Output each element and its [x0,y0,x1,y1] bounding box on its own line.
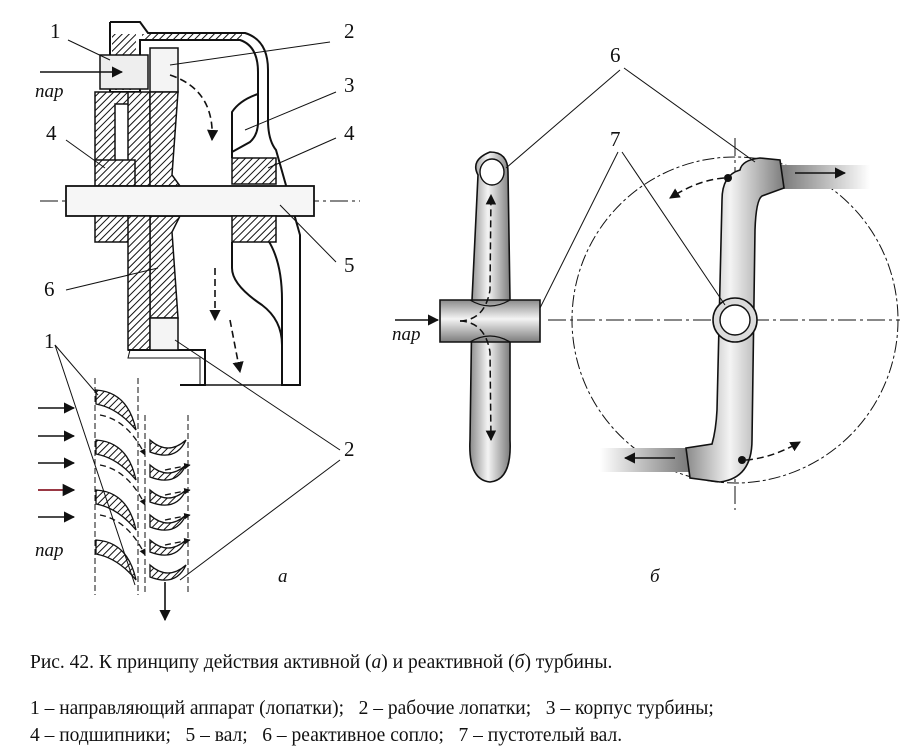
figure-caption: Рис. 42. К принципу действия активной (а… [30,651,910,675]
caption-a: а [371,652,382,673]
label-b-6: 6 [610,43,621,67]
caption-suffix: ) турбины. [524,652,613,673]
turbine-figure: пар 1 2 3 4 4 5 6 [35,19,900,622]
steam-label-cascade: пар [35,540,64,561]
sublabel-a: а [278,566,288,587]
label-1-bottom: 1 [44,329,55,353]
label-b-7: 7 [610,127,621,151]
sublabel-b: б [650,566,661,587]
steam-label-b: пар [392,324,421,345]
caption-b: б [514,652,525,673]
caption-middle: ) и реактивной ( [381,652,515,673]
legend-line-1: 1 – направляющий аппарат (лопатки); 2 – … [30,698,714,719]
panel-b-reaction-turbine: пар 6 7 б [392,43,900,587]
steam-label-top: пар [35,81,64,102]
label-1-top: 1 [50,19,61,43]
label-4-right: 4 [344,121,355,145]
label-6: 6 [44,277,55,301]
panel-a-turbine-section: пар 1 2 3 4 4 5 6 [35,19,360,386]
label-2-top: 2 [344,19,355,43]
caption-prefix: Рис. 42. К принципу действия активной ( [30,652,372,673]
panel-a-blade-cascade: пар 1 2 а [35,329,355,622]
legend-line-2: 4 – подшипники; 5 – вал; 6 – реактивное … [30,725,623,746]
label-5: 5 [344,253,355,277]
label-3: 3 [344,73,355,97]
label-4-left: 4 [46,121,57,145]
label-2-bottom: 2 [344,437,355,461]
